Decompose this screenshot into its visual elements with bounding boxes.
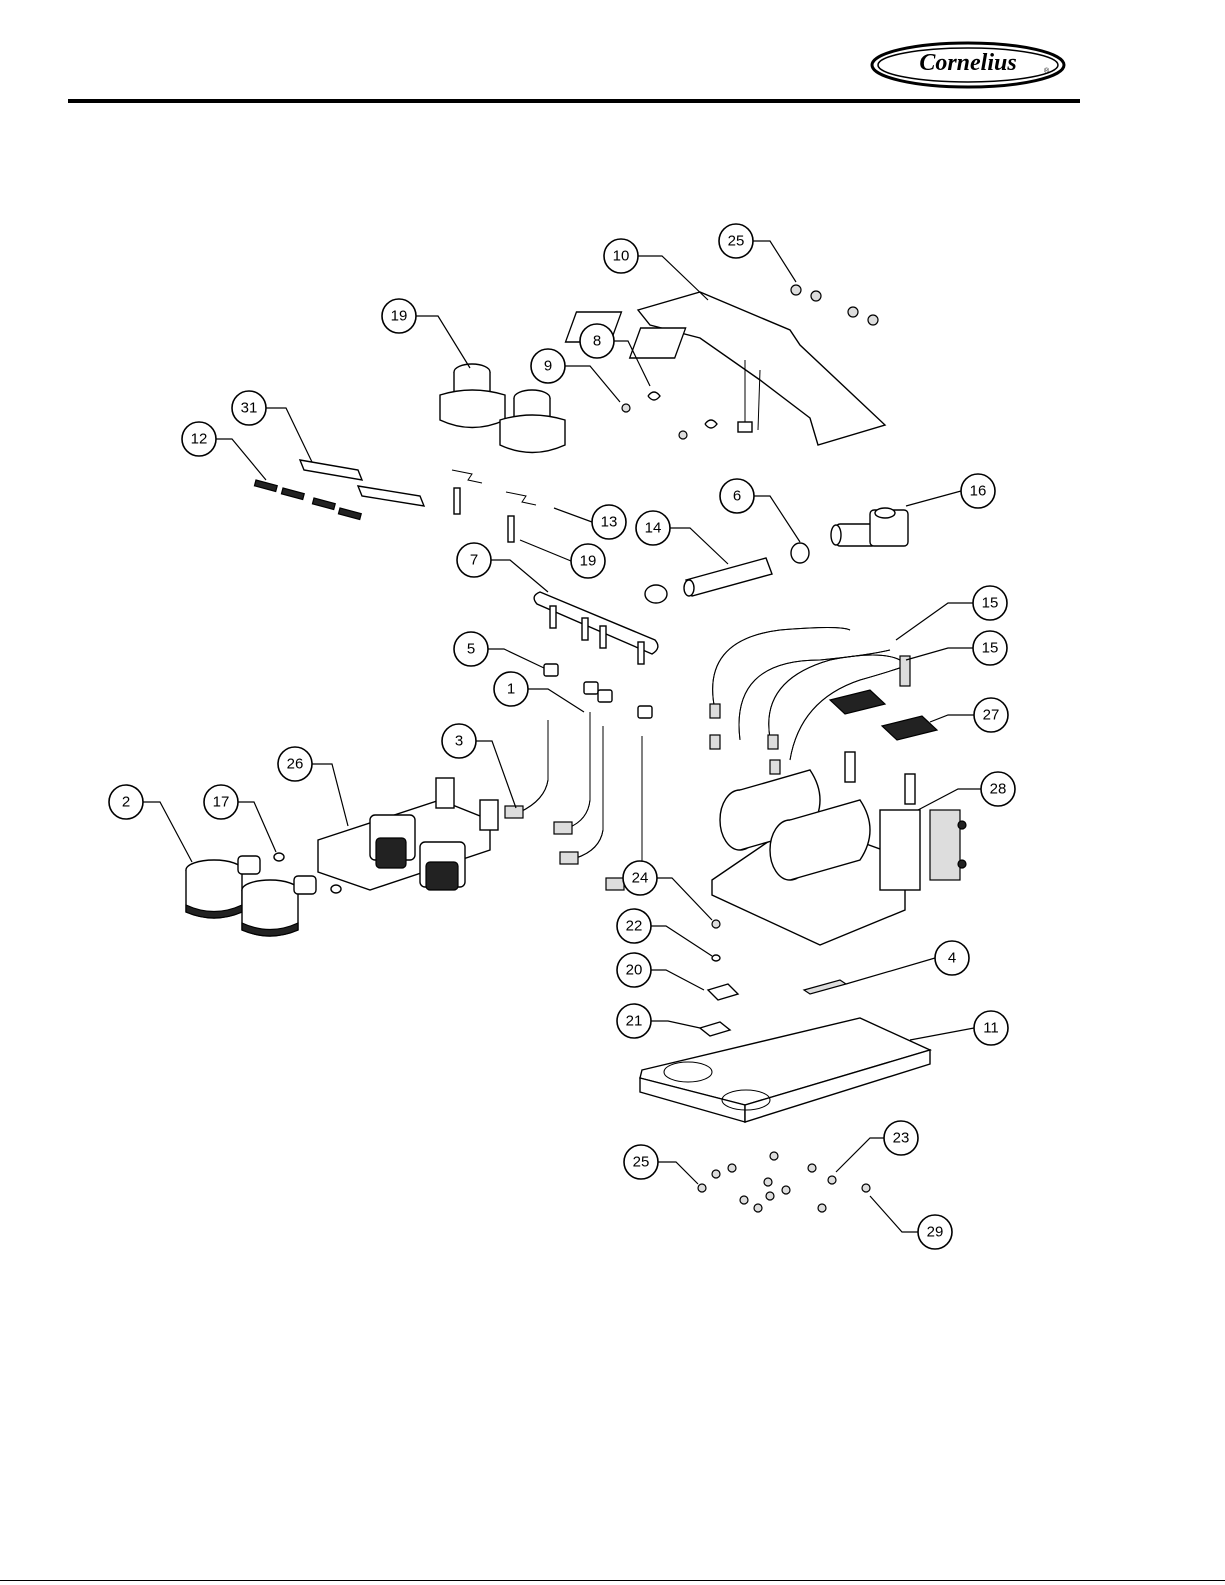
callout-24: 24 [623, 861, 657, 895]
part-1-3-elbow-tubes [505, 712, 642, 890]
callout-label: 26 [287, 756, 304, 773]
part-8-9-clips [622, 392, 717, 439]
callout-label: 15 [982, 595, 999, 612]
callout-label: 10 [613, 248, 630, 265]
part-20-bracket [708, 984, 738, 1000]
part-16-valve-fitting [831, 508, 908, 546]
callout-16: 16 [961, 474, 995, 508]
callout-label: 14 [645, 520, 662, 537]
callout-label: 25 [633, 1154, 650, 1171]
callout-label: 16 [970, 483, 987, 500]
callout-label: 19 [391, 308, 408, 325]
callout-label: 12 [191, 431, 208, 448]
callout-14: 14 [636, 511, 670, 545]
callout-20: 20 [617, 953, 651, 987]
callout-label: 17 [213, 794, 230, 811]
part-21-bracket [700, 1022, 730, 1036]
callout-6: 6 [720, 479, 754, 513]
callout-27: 27 [974, 698, 1008, 732]
callout-label: 27 [983, 707, 1000, 724]
callout-label: 31 [241, 400, 258, 417]
footer-rule [0, 1580, 1225, 1581]
callout-28: 28 [981, 772, 1015, 806]
part-4-label [804, 980, 846, 994]
callout-label: 25 [728, 233, 745, 250]
callout-10: 10 [604, 239, 638, 273]
callout-11: 11 [974, 1011, 1008, 1045]
callout-13: 13 [592, 505, 626, 539]
callout-label: 9 [544, 358, 552, 375]
callout-12: 12 [182, 422, 216, 456]
callout-label: 2 [122, 794, 130, 811]
callout-1: 1 [494, 672, 528, 706]
callout-23: 23 [884, 1121, 918, 1155]
part-11-base-plate [640, 1018, 930, 1122]
callout-3: 3 [442, 724, 476, 758]
callout-9: 9 [531, 349, 565, 383]
callout-15-lower: 15 [973, 631, 1007, 665]
callout-19-top: 19 [382, 299, 416, 333]
callout-label: 23 [893, 1130, 910, 1147]
callout-2: 2 [109, 785, 143, 819]
callout-17: 17 [204, 785, 238, 819]
callout-19-pin: 19 [571, 544, 605, 578]
callout-label: 5 [467, 641, 475, 658]
callout-15-upper: 15 [973, 586, 1007, 620]
callout-label: 7 [470, 552, 478, 569]
callout-26: 26 [278, 747, 312, 781]
callout-4: 4 [935, 941, 969, 975]
callout-label: 4 [948, 950, 956, 967]
callout-label: 28 [990, 781, 1007, 798]
callout-label: 15 [982, 640, 999, 657]
part-28-motor-assembly [712, 752, 966, 945]
part-12-decals [254, 480, 361, 519]
part-22-washer [712, 955, 720, 961]
callout-label: 22 [626, 918, 643, 935]
callout-label: 19 [580, 553, 597, 570]
part-10-top-bracket [566, 292, 885, 445]
callout-label: 3 [455, 733, 463, 750]
part-27-blocks [830, 690, 937, 740]
callout-31: 31 [232, 391, 266, 425]
part-7-manifold [534, 592, 658, 664]
callout-8: 8 [580, 324, 614, 358]
callout-label: 21 [626, 1013, 643, 1030]
part-24-screw [712, 920, 720, 928]
callout-25-top: 25 [719, 224, 753, 258]
callout-label: 29 [927, 1224, 944, 1241]
callout-25-bottom: 25 [624, 1145, 658, 1179]
callout-22: 22 [617, 909, 651, 943]
part-13-springs [452, 470, 536, 505]
part-25-bottom-screws [698, 1152, 870, 1212]
callout-29: 29 [918, 1215, 952, 1249]
part-2-pumps [186, 856, 316, 936]
callout-7: 7 [457, 543, 491, 577]
callout-label: 20 [626, 962, 643, 979]
callout-label: 11 [983, 1020, 999, 1037]
callout-label: 8 [593, 333, 601, 350]
callout-label: 24 [632, 870, 649, 887]
part-25-top-screws [791, 285, 878, 325]
callout-label: 6 [733, 488, 741, 505]
callout-label: 1 [507, 681, 515, 698]
callout-21: 21 [617, 1004, 651, 1038]
part-19-pins [454, 488, 514, 542]
callout-label: 13 [601, 514, 618, 531]
part-5-caps [544, 664, 652, 718]
part-26-solenoid-valves [318, 778, 498, 890]
callout-5: 5 [454, 632, 488, 666]
